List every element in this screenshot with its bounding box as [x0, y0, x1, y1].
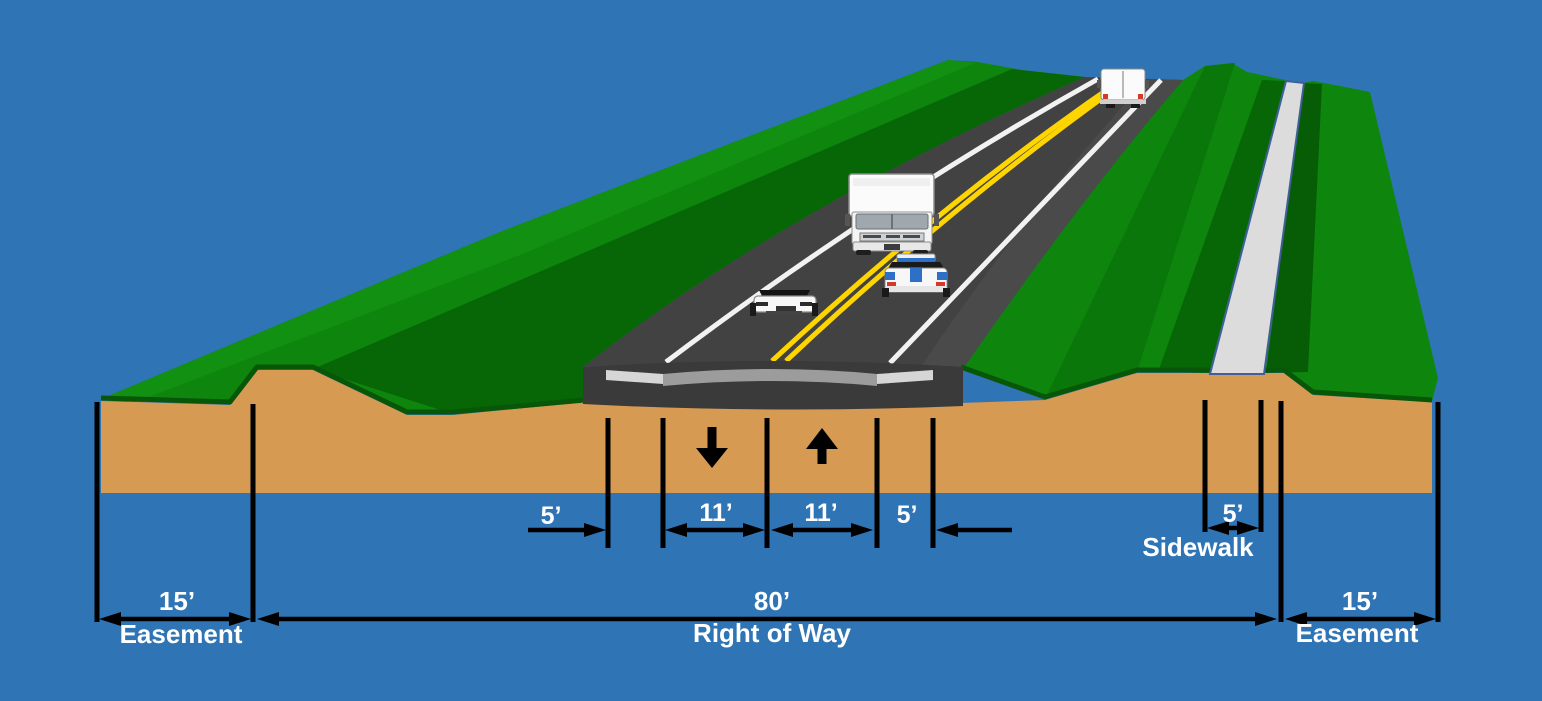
easement-left-value: 15’: [159, 586, 195, 616]
lane-right-label: 11’: [804, 499, 837, 527]
van-taillight: [1103, 94, 1108, 99]
center-line-yellow-2: [784, 75, 1132, 363]
right-embankment: [963, 63, 1438, 401]
grass-facet: [1266, 83, 1322, 373]
center-line-yellow-1: [770, 75, 1126, 363]
police-car-bumper: [885, 286, 947, 292]
shoulder-right-label: 5’: [897, 501, 918, 529]
sports-car-icon: [750, 290, 818, 316]
grass-facet: [101, 60, 975, 404]
pavement-facet: [920, 79, 1183, 369]
truck-mirror-left: [845, 214, 850, 226]
dim-shoulder-left-arrow: [528, 523, 606, 537]
dim-sidewalk-arrow: [1207, 521, 1259, 535]
pavement-cut-block: [583, 361, 963, 410]
sidewalk-label: Sidewalk: [1142, 532, 1254, 562]
truck-wheel: [856, 250, 871, 255]
lane-left-label: 11’: [699, 499, 732, 527]
van-icon: [1097, 68, 1149, 108]
cut-shoulder-band-right: [877, 370, 933, 384]
police-car-side-stripe: [937, 272, 947, 280]
police-car-wheel: [882, 288, 889, 297]
dim-lane-right-arrow: [771, 523, 873, 537]
up-arrow-head: [806, 428, 838, 449]
right-of-way-value: 80’: [754, 586, 790, 616]
police-style-car-icon: [882, 253, 950, 297]
van-taillight: [1138, 94, 1143, 99]
car-headlight: [756, 302, 768, 306]
shoulder-left-label: 5’: [541, 502, 562, 530]
cut-face: [583, 361, 963, 410]
vehicles: [750, 68, 1149, 316]
down-arrow-shaft: [707, 427, 717, 449]
easement-left-label: Easement: [120, 619, 243, 649]
police-car-taillight: [936, 282, 945, 286]
right-embankment-grass: [963, 63, 1438, 401]
box-truck-icon: [845, 173, 939, 255]
grass-facet: [313, 69, 1085, 414]
car-wheel: [750, 303, 756, 316]
van-wheel: [1131, 104, 1140, 108]
van-wheel: [1106, 104, 1115, 108]
dim-right-of-way-arrow: [257, 612, 1277, 626]
lane-direction-up-arrow: [806, 428, 838, 464]
car-intake: [766, 311, 802, 315]
truck-grille-slit: [863, 235, 881, 238]
van-mirror-left: [1097, 80, 1101, 88]
cut-shoulder-band-left: [606, 370, 663, 384]
dim-lane-left-arrow: [665, 523, 765, 537]
truck-grille-slit: [903, 235, 920, 238]
van-bumper: [1100, 100, 1146, 104]
police-car-roof-stripe: [897, 258, 935, 262]
car-grille: [776, 306, 796, 311]
truck-license-plate: [884, 244, 900, 250]
truck-grille-slit: [886, 235, 900, 238]
dim-shoulder-right-arrow: [936, 523, 1012, 537]
van-mirror-right: [1145, 80, 1149, 88]
dim-easement-right-arrow: [1285, 612, 1436, 626]
police-car-trunk-stripe: [910, 268, 922, 282]
truck-box-highlight: [853, 178, 930, 186]
police-car-wheel: [943, 288, 950, 297]
edge-line-right: [888, 78, 1163, 365]
dim-easement-left-arrow: [99, 612, 251, 626]
police-car-taillight: [887, 282, 896, 286]
grass-facet: [1045, 63, 1235, 399]
cut-lane-band: [663, 369, 877, 386]
car-wheel: [812, 303, 818, 316]
terrain-rim-left: [100, 364, 586, 415]
dimension-annotations: 5’ 11’ 11’ 5’ 5’ Sidewalk 15’ Easement 8…: [94, 400, 1441, 649]
left-embankment: [101, 60, 1085, 414]
lane-direction-down-arrow: [696, 427, 728, 468]
down-arrow-head: [696, 448, 728, 468]
sidewalk-width-label: 5’: [1223, 500, 1244, 528]
up-arrow-shaft: [817, 448, 827, 464]
car-headlight: [800, 302, 812, 306]
sidewalk-strip: [1208, 79, 1306, 375]
grass-facet: [1158, 80, 1285, 373]
easement-right-value: 15’: [1342, 586, 1378, 616]
right-of-way-label: Right of Way: [693, 618, 851, 648]
easement-right-label: Easement: [1296, 618, 1419, 648]
truck-mirror-right: [934, 214, 939, 226]
police-car-side-stripe: [885, 272, 895, 280]
